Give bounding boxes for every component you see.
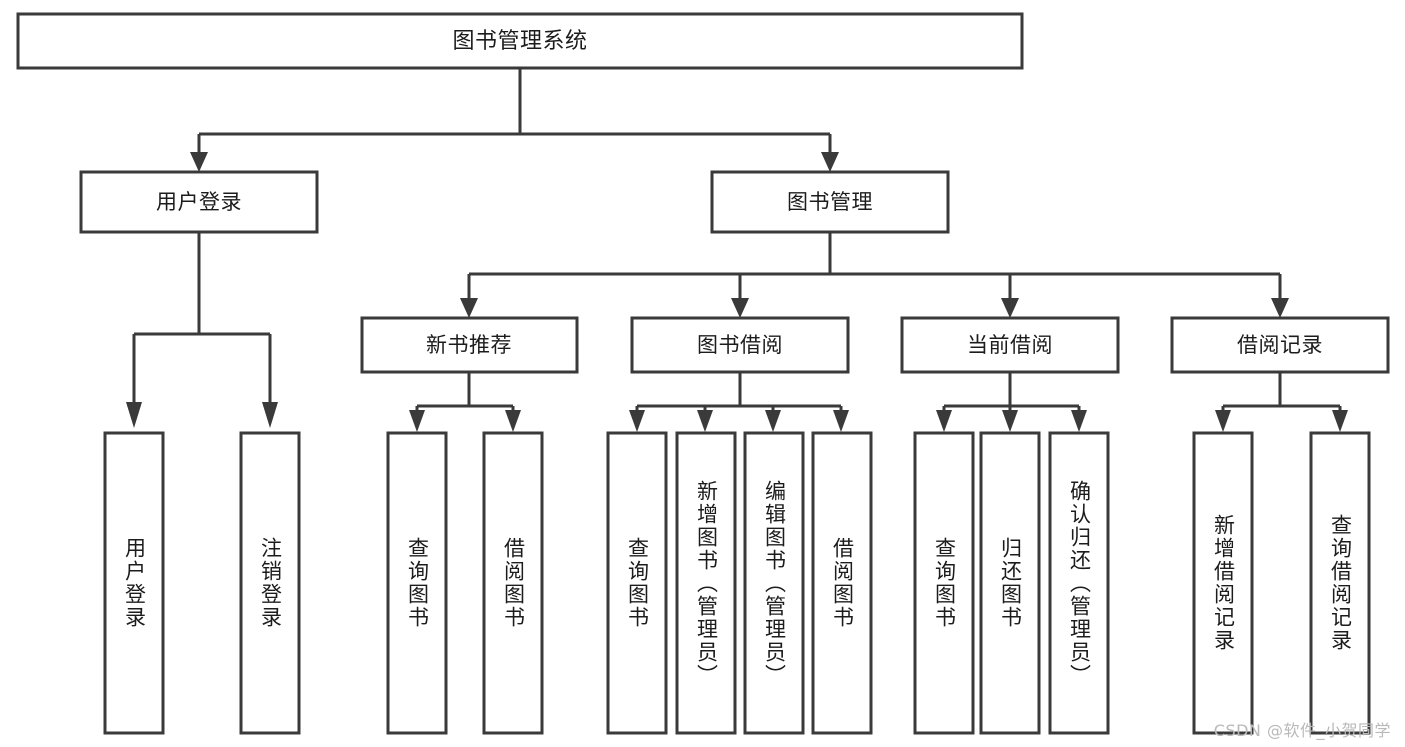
node-leaf-add-record-text-area: 新增借阅记录: [1211, 514, 1236, 652]
node-leaf-return-book[interactable]: 归还图书: [979, 431, 1041, 735]
node-leaf-confirm-return-label: 确认归还（管理员）: [1067, 479, 1092, 687]
node-current-borrow-box[interactable]: [900, 316, 1120, 374]
node-leaf-add-record-label: 新增借阅记录: [1211, 514, 1236, 652]
node-book-management[interactable]: 图书管理: [710, 170, 950, 234]
node-new-book-recommend-label: 新书推荐: [426, 333, 512, 357]
node-root-label: 图书管理系统: [452, 29, 587, 54]
node-leaf-logout-login-label: 注销登录: [258, 537, 283, 629]
node-book-borrow[interactable]: 图书借阅: [630, 316, 850, 374]
node-leaf-edit-book[interactable]: 编辑图书（管理员）: [743, 431, 805, 735]
node-leaf-query-book-2-box[interactable]: [606, 431, 668, 735]
node-leaf-borrow-book-2-text-area: 借阅图书: [830, 537, 855, 629]
node-book-management-box[interactable]: [710, 170, 950, 234]
arrow-head-leaf-confirm-return: [1071, 410, 1087, 432]
node-leaf-confirm-return-box[interactable]: [1048, 431, 1110, 735]
arrow-head-leaf-add-book: [697, 410, 713, 432]
node-leaf-confirm-return-text-area: 确认归还（管理员）: [1067, 479, 1092, 687]
node-user-login-label: 用户登录: [156, 190, 242, 214]
node-leaf-add-book[interactable]: 新增图书（管理员）: [675, 431, 737, 735]
node-leaf-query-book-1-box[interactable]: [386, 431, 448, 735]
arrow-head-leaf-borrow-book-2: [833, 410, 849, 432]
node-leaf-logout-login-box[interactable]: [239, 431, 301, 735]
node-leaf-return-book-box[interactable]: [979, 431, 1041, 735]
node-leaf-edit-book-box[interactable]: [743, 431, 805, 735]
node-current-borrow[interactable]: 当前借阅: [900, 316, 1120, 374]
node-new-book-recommend-box[interactable]: [360, 316, 579, 374]
arrow-head-leaf-query-book-3: [936, 410, 952, 432]
node-leaf-return-book-label: 归还图书: [998, 537, 1023, 629]
node-leaf-add-book-box[interactable]: [675, 431, 737, 735]
node-user-login-box[interactable]: [79, 170, 319, 234]
node-leaf-query-book-1-label: 查询图书: [405, 537, 430, 629]
node-leaf-logout-login[interactable]: 注销登录: [239, 431, 301, 735]
node-leaf-query-book-1[interactable]: 查询图书: [386, 431, 448, 735]
node-leaf-query-book-3-box[interactable]: [913, 431, 975, 735]
node-leaf-confirm-return[interactable]: 确认归还（管理员）: [1048, 431, 1110, 735]
node-leaf-borrow-book-1-box[interactable]: [482, 431, 544, 735]
node-book-management-label: 图书管理: [787, 190, 873, 214]
connector-layer: [126, 68, 1348, 432]
node-leaf-query-book-2-text-area: 查询图书: [625, 537, 650, 629]
arrow-head-leaf-query-book-2: [629, 410, 645, 432]
node-leaf-query-book-3[interactable]: 查询图书: [913, 431, 975, 735]
node-leaf-logout-login-text-area: 注销登录: [258, 537, 283, 629]
node-leaf-borrow-book-2-label: 借阅图书: [830, 537, 855, 629]
arrow-head-new-book-recommend: [460, 298, 478, 318]
arrow-head-user-login: [190, 152, 208, 172]
arrow-head-book-management: [821, 152, 839, 172]
node-root-box[interactable]: [16, 12, 1024, 70]
node-book-borrow-label: 图书借阅: [697, 333, 783, 357]
node-leaf-add-record-box[interactable]: [1192, 431, 1254, 735]
arrow-head-leaf-edit-book: [765, 410, 781, 432]
arrow-head-leaf-query-record: [1332, 410, 1348, 432]
node-leaf-borrow-book-2[interactable]: 借阅图书: [811, 431, 873, 735]
node-new-book-recommend[interactable]: 新书推荐: [360, 316, 579, 374]
node-leaf-query-book-1-text-area: 查询图书: [405, 537, 430, 629]
node-leaf-add-book-text-area: 新增图书（管理员）: [694, 479, 719, 687]
node-leaf-user-login[interactable]: 用户登录: [103, 431, 165, 735]
arrow-head-leaf-return-book: [1002, 410, 1018, 432]
node-leaf-borrow-book-1[interactable]: 借阅图书: [482, 431, 544, 735]
arrow-head-leaf-logout-login: [262, 402, 278, 428]
node-leaf-borrow-book-1-text-area: 借阅图书: [501, 537, 526, 629]
node-borrow-record[interactable]: 借阅记录: [1170, 316, 1390, 374]
node-leaf-query-book-2[interactable]: 查询图书: [606, 431, 668, 735]
node-borrow-record-label: 借阅记录: [1237, 333, 1323, 357]
node-leaf-query-record-box[interactable]: [1309, 431, 1371, 735]
node-root[interactable]: 图书管理系统: [16, 12, 1024, 70]
node-leaf-add-book-label: 新增图书（管理员）: [694, 479, 719, 687]
node-leaf-borrow-book-2-box[interactable]: [811, 431, 873, 735]
node-leaf-query-book-3-label: 查询图书: [932, 537, 957, 629]
node-leaf-query-record[interactable]: 查询借阅记录: [1309, 431, 1371, 735]
node-leaf-edit-book-label: 编辑图书（管理员）: [762, 479, 787, 687]
node-leaf-query-book-2-label: 查询图书: [625, 537, 650, 629]
arrow-head-leaf-user-login: [126, 402, 142, 428]
node-leaf-query-record-label: 查询借阅记录: [1328, 514, 1353, 652]
node-leaf-user-login-box[interactable]: [103, 431, 165, 735]
node-current-borrow-label: 当前借阅: [967, 333, 1053, 357]
node-leaf-user-login-text-area: 用户登录: [122, 537, 147, 629]
node-book-borrow-box[interactable]: [630, 316, 850, 374]
node-leaf-edit-book-text-area: 编辑图书（管理员）: [762, 479, 787, 687]
node-leaf-query-record-text-area: 查询借阅记录: [1328, 514, 1353, 652]
node-leaf-return-book-text-area: 归还图书: [998, 537, 1023, 629]
arrow-head-leaf-query-book-1: [409, 410, 425, 432]
node-user-login[interactable]: 用户登录: [79, 170, 319, 234]
arrow-head-leaf-borrow-book-1: [505, 410, 521, 432]
arrow-head-borrow-record: [1271, 298, 1289, 318]
node-leaf-add-record[interactable]: 新增借阅记录: [1192, 431, 1254, 735]
node-leaf-borrow-book-1-label: 借阅图书: [501, 537, 526, 629]
arrow-head-leaf-add-record: [1215, 410, 1231, 432]
node-borrow-record-box[interactable]: [1170, 316, 1390, 374]
arrow-head-current-borrow: [1001, 298, 1019, 318]
arrow-head-book-borrow: [731, 298, 749, 318]
node-leaf-user-login-label: 用户登录: [122, 537, 147, 629]
node-leaf-query-book-3-text-area: 查询图书: [932, 537, 957, 629]
